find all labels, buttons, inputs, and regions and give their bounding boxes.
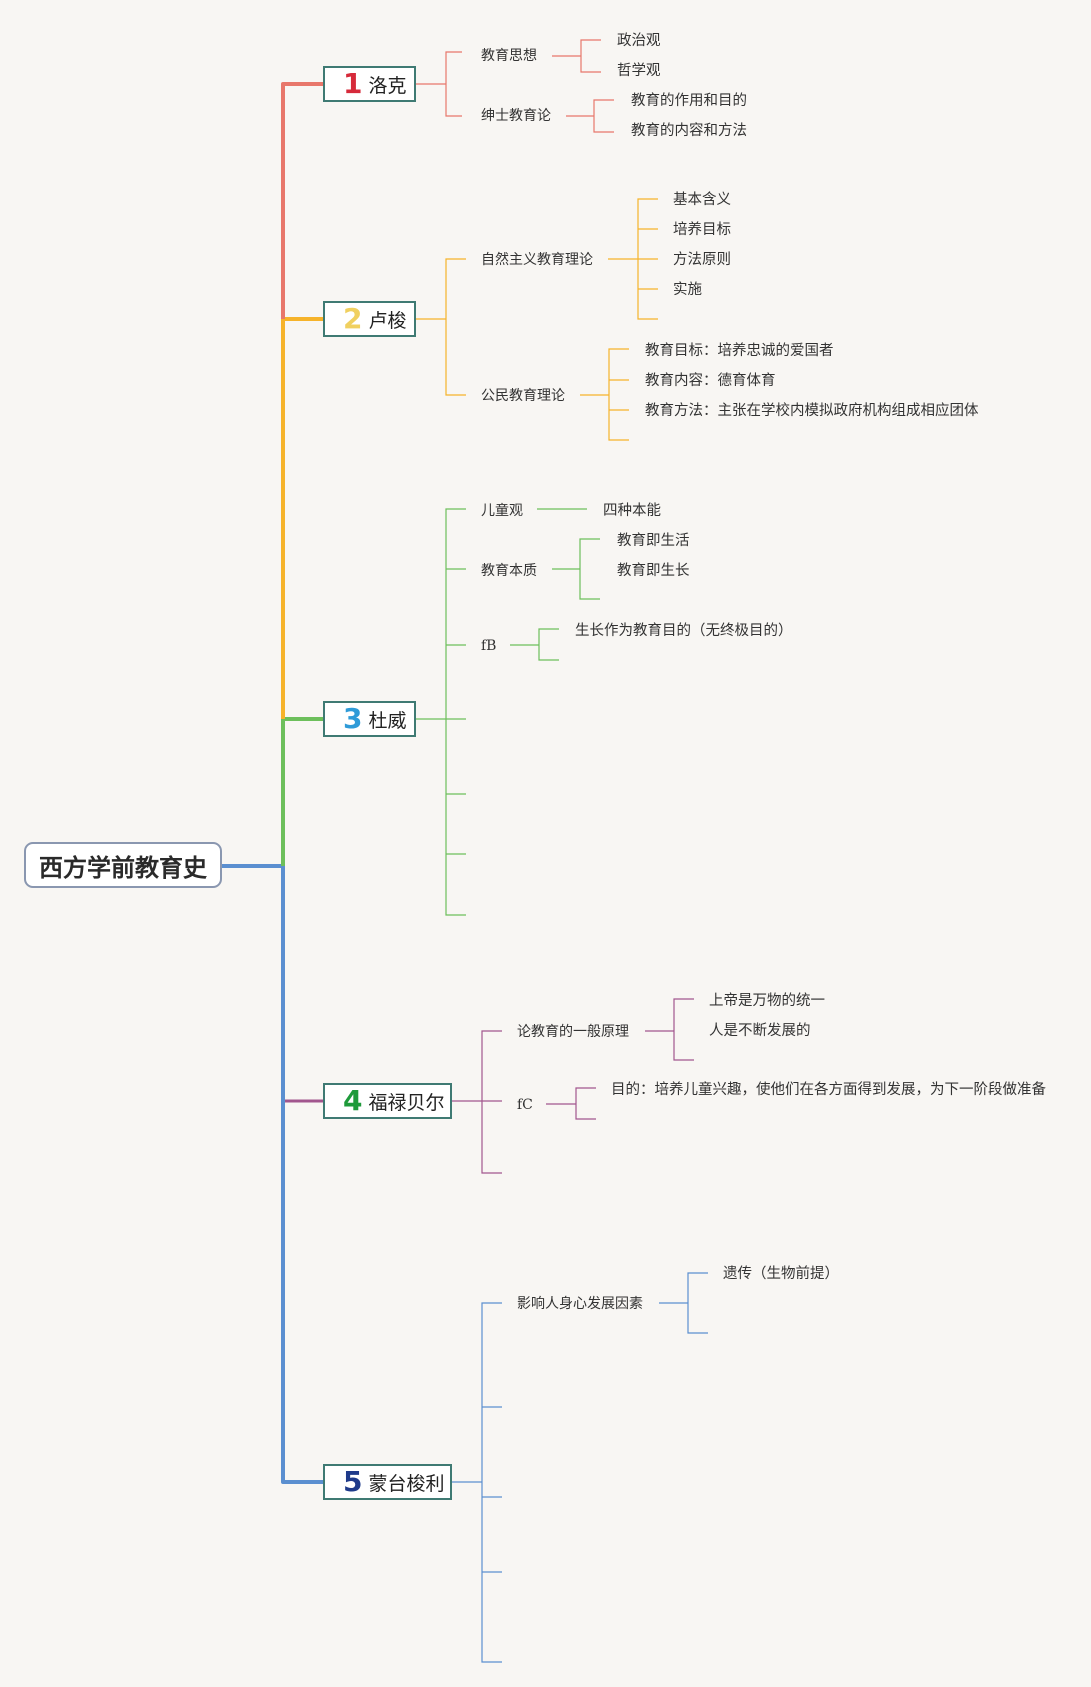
montessori-branch-development-factors[interactable]: 影响人身心发展因素 [517, 1296, 643, 1312]
dewey-leaf-education-is-life[interactable]: 教育即生活 [617, 533, 690, 549]
rousseau-leaf-principles[interactable]: 方法原则 [673, 252, 731, 268]
locke-leaf-role-purpose[interactable]: 教育的作用和目的 [631, 93, 747, 109]
rousseau-leaf-implementation[interactable]: 实施 [673, 282, 702, 298]
montessori-lines [452, 1272, 708, 1663]
rousseau-leaf-citizen-goal[interactable]: 教育目标：培养忠诚的爱国者 [645, 343, 834, 359]
rousseau-leaf-goal[interactable]: 培养目标 [673, 222, 731, 238]
dewey-branch-education-essence[interactable]: 教育本质 [481, 563, 537, 579]
topic-label: 蒙台梭利 [368, 1472, 445, 1495]
topic-number: 1 [343, 67, 363, 100]
topic-dewey[interactable]: 3 杜威 [323, 701, 416, 737]
dewey-branch-fb[interactable]: fB [481, 638, 497, 654]
dewey-leaf-four-instincts[interactable]: 四种本能 [603, 503, 661, 519]
rousseau-leaf-citizen-content[interactable]: 教育内容：德育体育 [645, 373, 776, 389]
root-node[interactable]: 西方学前教育史 [24, 842, 222, 888]
locke-branch-gentleman-education[interactable]: 绅士教育论 [481, 108, 551, 124]
froebel-leaf-aim[interactable]: 目的：培养儿童兴趣，使他们在各方面得到发展，为下一阶段做准备 [611, 1082, 1046, 1098]
topic-label: 洛克 [368, 74, 407, 97]
topic-label: 杜威 [368, 709, 407, 732]
topic-locke[interactable]: 1 洛克 [323, 66, 416, 102]
locke-branch-education-thought[interactable]: 教育思想 [481, 48, 537, 64]
locke-lines [415, 39, 614, 133]
montessori-leaf-heredity[interactable]: 遗传（生物前提） [723, 1266, 839, 1282]
root-title: 西方学前教育史 [39, 853, 207, 882]
rousseau-leaf-meaning[interactable]: 基本含义 [673, 192, 731, 208]
rousseau-branch-naturalism[interactable]: 自然主义教育理论 [481, 252, 593, 268]
rousseau-lines [415, 198, 658, 441]
rousseau-branch-citizen[interactable]: 公民教育理论 [481, 388, 565, 404]
locke-leaf-philosophy-view[interactable]: 哲学观 [617, 63, 661, 79]
topic-number: 5 [343, 1465, 363, 1498]
locke-leaf-content-method[interactable]: 教育的内容和方法 [631, 123, 747, 139]
locke-leaf-political-view[interactable]: 政治观 [617, 33, 661, 49]
froebel-lines [452, 998, 694, 1174]
dewey-leaf-growth-as-aim[interactable]: 生长作为教育目的（无终极目的） [575, 623, 793, 639]
dewey-branch-child-view[interactable]: 儿童观 [481, 503, 523, 519]
topic-label: 福禄贝尔 [368, 1091, 445, 1114]
dewey-leaf-education-is-growth[interactable]: 教育即生长 [617, 563, 690, 579]
topic-rousseau[interactable]: 2 卢梭 [323, 301, 416, 337]
topic-number: 3 [343, 702, 363, 735]
froebel-branch-fc[interactable]: fC [517, 1097, 533, 1113]
topic-number: 2 [343, 302, 363, 335]
froebel-leaf-god-unity[interactable]: 上帝是万物的统一 [709, 993, 825, 1009]
froebel-leaf-human-development[interactable]: 人是不断发展的 [709, 1023, 811, 1039]
topic-label: 卢梭 [368, 309, 407, 332]
dewey-lines [415, 508, 600, 916]
topic-number: 4 [343, 1084, 363, 1117]
main-trunk [222, 82, 323, 1484]
rousseau-leaf-citizen-method[interactable]: 教育方法：主张在学校内模拟政府机构组成相应团体 [645, 403, 979, 419]
froebel-branch-general-principles[interactable]: 论教育的一般原理 [517, 1024, 629, 1040]
topic-froebel[interactable]: 4 福禄贝尔 [323, 1083, 452, 1119]
topic-montessori[interactable]: 5 蒙台梭利 [323, 1464, 452, 1500]
